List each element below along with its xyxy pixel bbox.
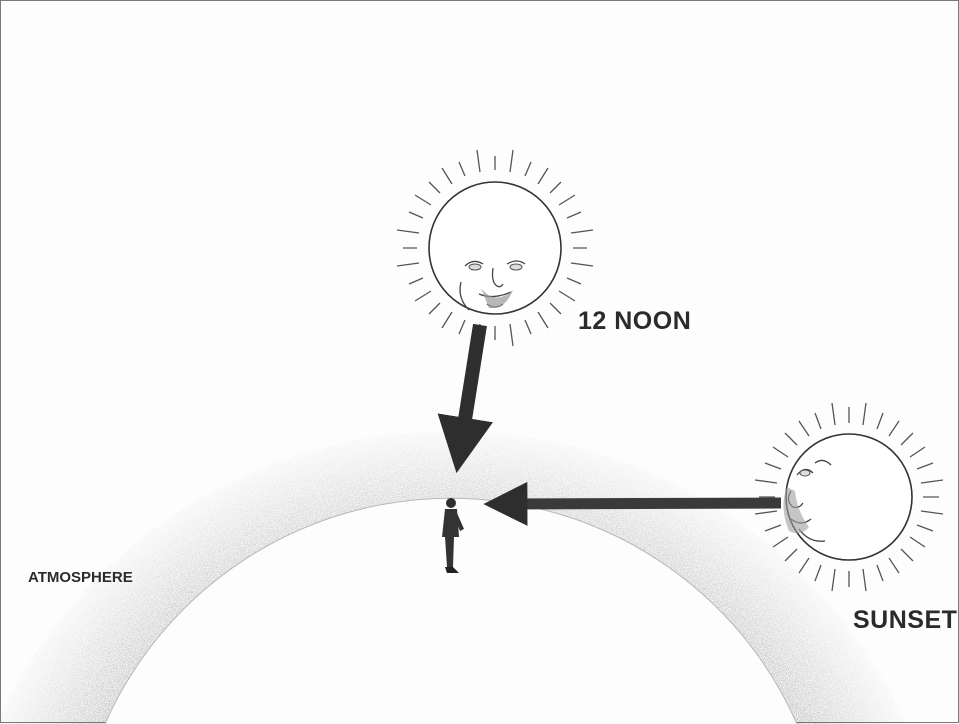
atmosphere-label: ATMOSPHERE (28, 569, 133, 586)
sunset-light-arrow-icon (501, 503, 781, 504)
sunset-label: SUNSET (853, 606, 957, 635)
noon-sun-face-icon (397, 150, 593, 346)
noon-label: 12 NOON (578, 307, 691, 336)
